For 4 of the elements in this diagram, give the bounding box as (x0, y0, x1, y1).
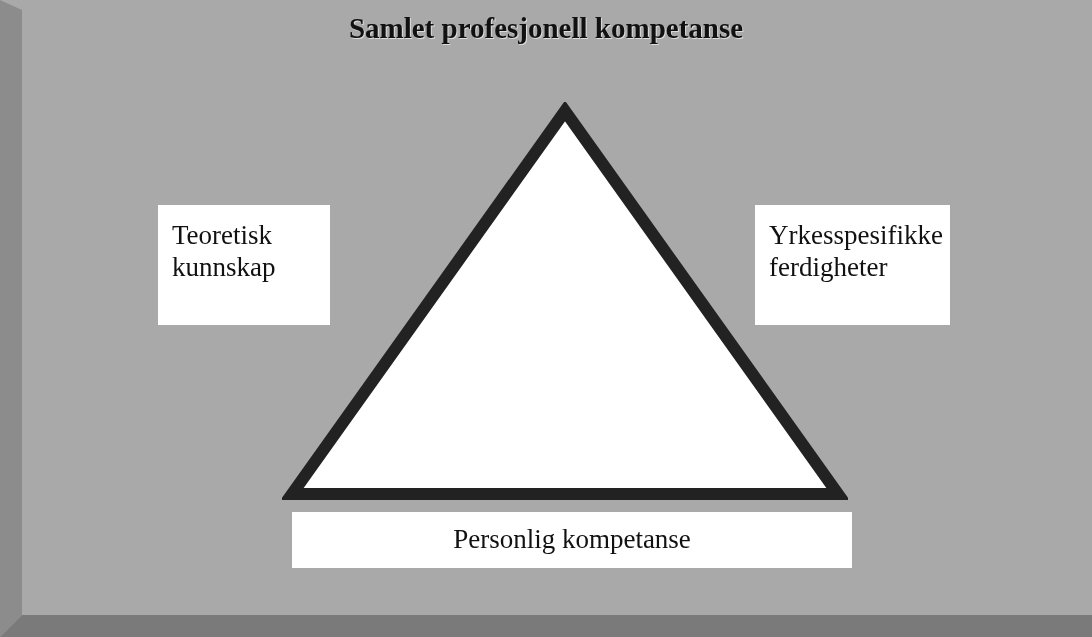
panel-title: Samlet profesjonell kompetanse (347, 12, 745, 45)
text-box: Teoretisk kunnskap (158, 205, 330, 325)
text-box: Yrkesspesifikke ferdigheter (755, 205, 950, 325)
text-box: Personlig kompetanse (292, 512, 852, 568)
